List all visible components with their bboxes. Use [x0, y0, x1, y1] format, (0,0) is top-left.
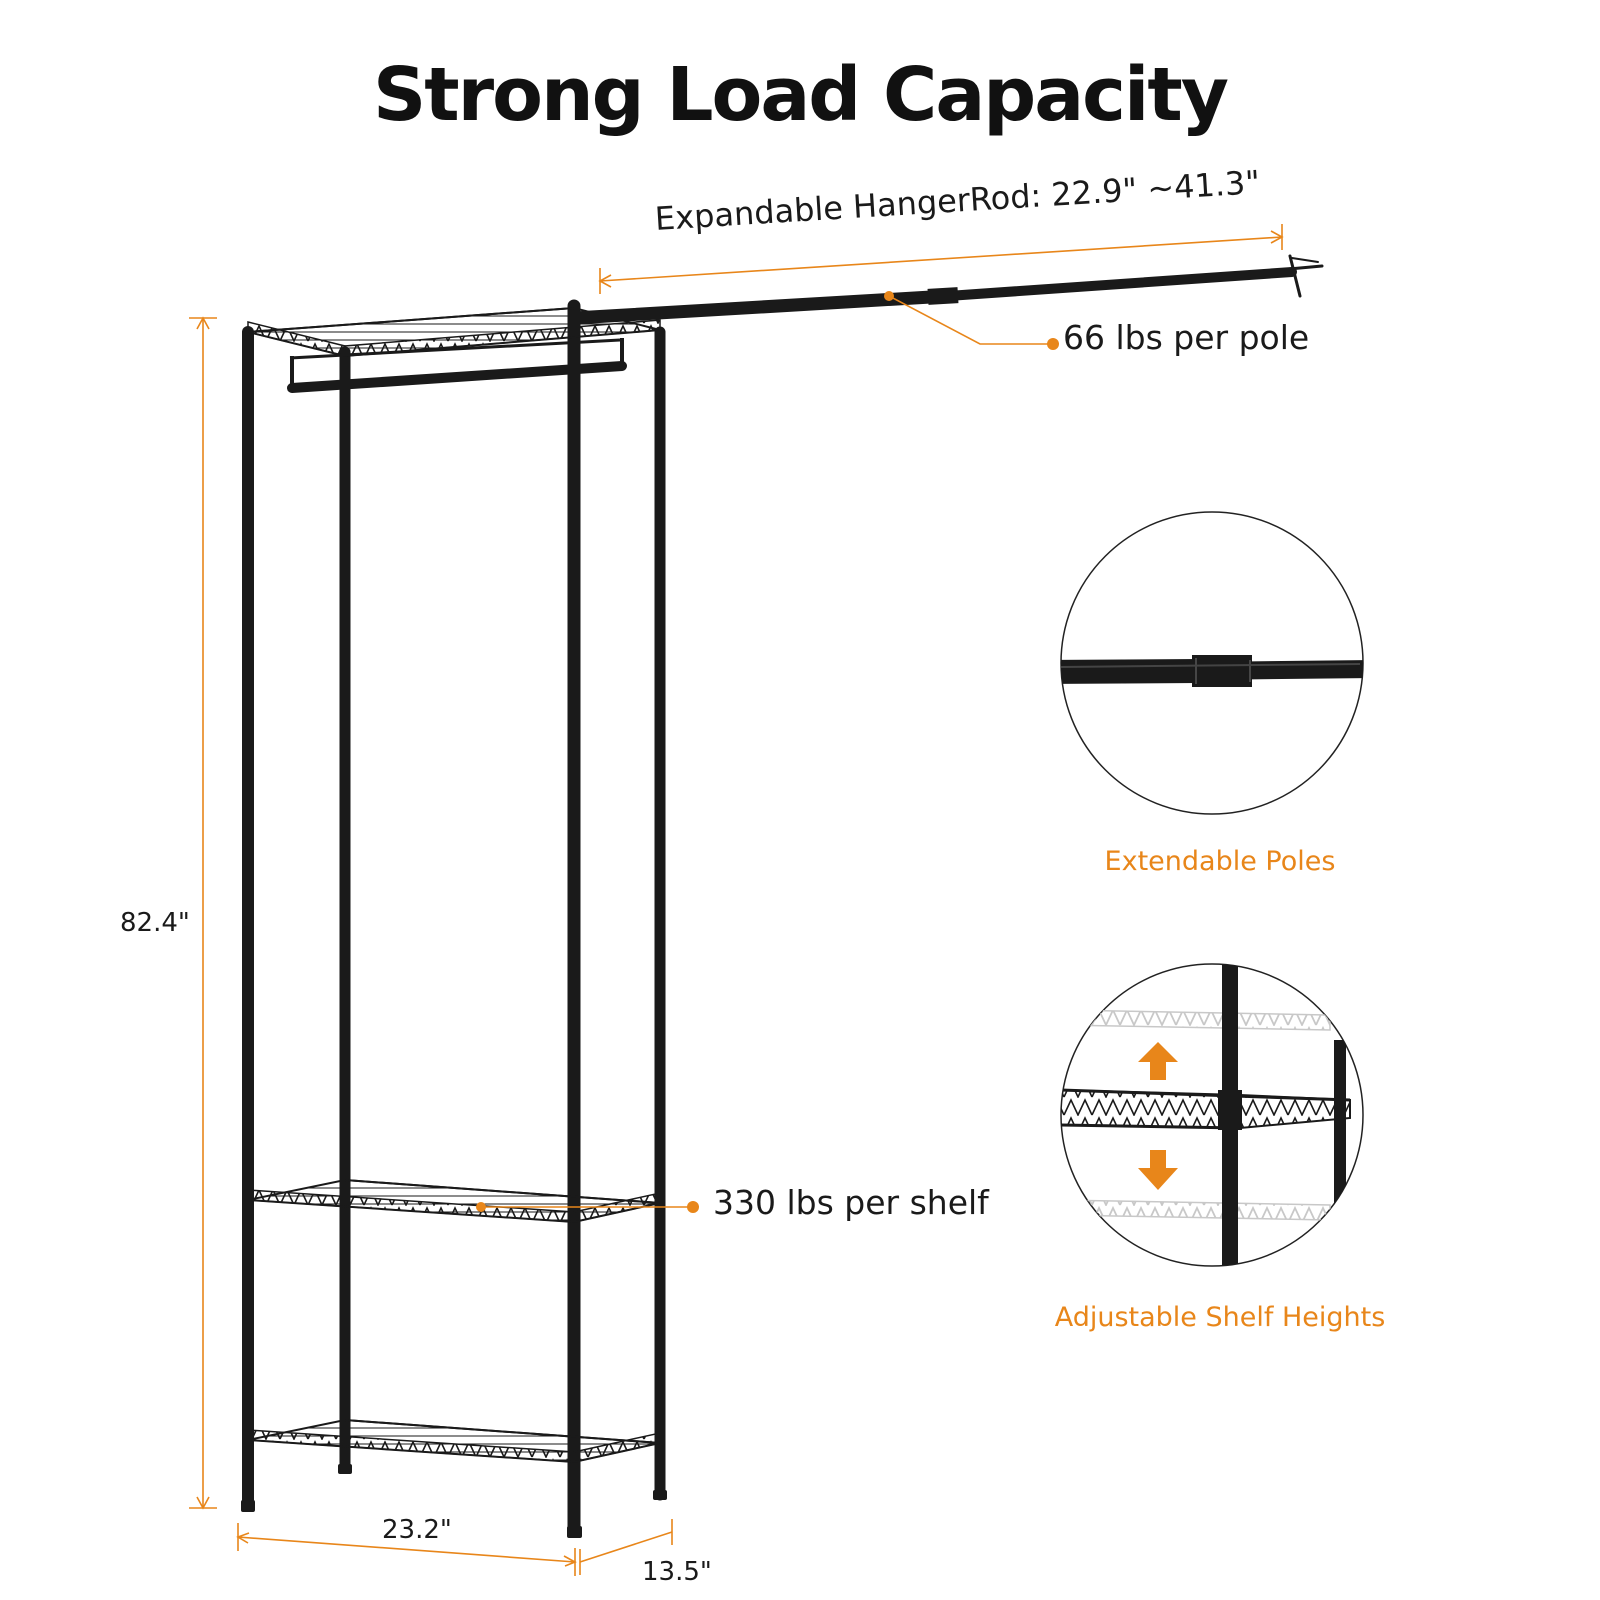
- post-feet: [241, 1464, 667, 1538]
- height-dimension-label: 82.4": [120, 908, 190, 938]
- inner-hanging-rod: [287, 338, 627, 393]
- adjustable-shelf-heights-caption: Adjustable Shelf Heights: [1054, 1302, 1386, 1333]
- extendable-poles-detail: [1060, 511, 1364, 815]
- page-title: Strong Load Capacity: [372, 52, 1229, 138]
- middle-shelf: [247, 1178, 661, 1224]
- depth-dimension-label: 13.5": [642, 1557, 712, 1587]
- arrow-down-icon: [1138, 1150, 1178, 1190]
- bottom-shelf: [247, 1418, 661, 1464]
- width-dimension-line: [236, 1523, 577, 1576]
- top-shelf: [247, 306, 661, 360]
- arrow-up-icon: [1138, 1042, 1178, 1080]
- pole-capacity-label: 66 lbs per pole: [1063, 318, 1310, 357]
- shelf-load-leader: [476, 1201, 699, 1213]
- extendable-poles-caption: Extendable Poles: [1104, 846, 1336, 877]
- height-dimension-line: [189, 316, 217, 1510]
- hanger-rod-dimension-line: [598, 224, 1284, 294]
- expandable-hanger-rod: [567, 254, 1324, 325]
- pole-load-leader: [884, 291, 1059, 350]
- shelf-capacity-label: 330 lbs per shelf: [713, 1183, 989, 1222]
- width-dimension-label: 23.2": [382, 1515, 452, 1545]
- adjustable-shelf-heights-detail: [1060, 963, 1364, 1267]
- rack-posts: [242, 299, 666, 1537]
- depth-dimension-line: [579, 1519, 673, 1575]
